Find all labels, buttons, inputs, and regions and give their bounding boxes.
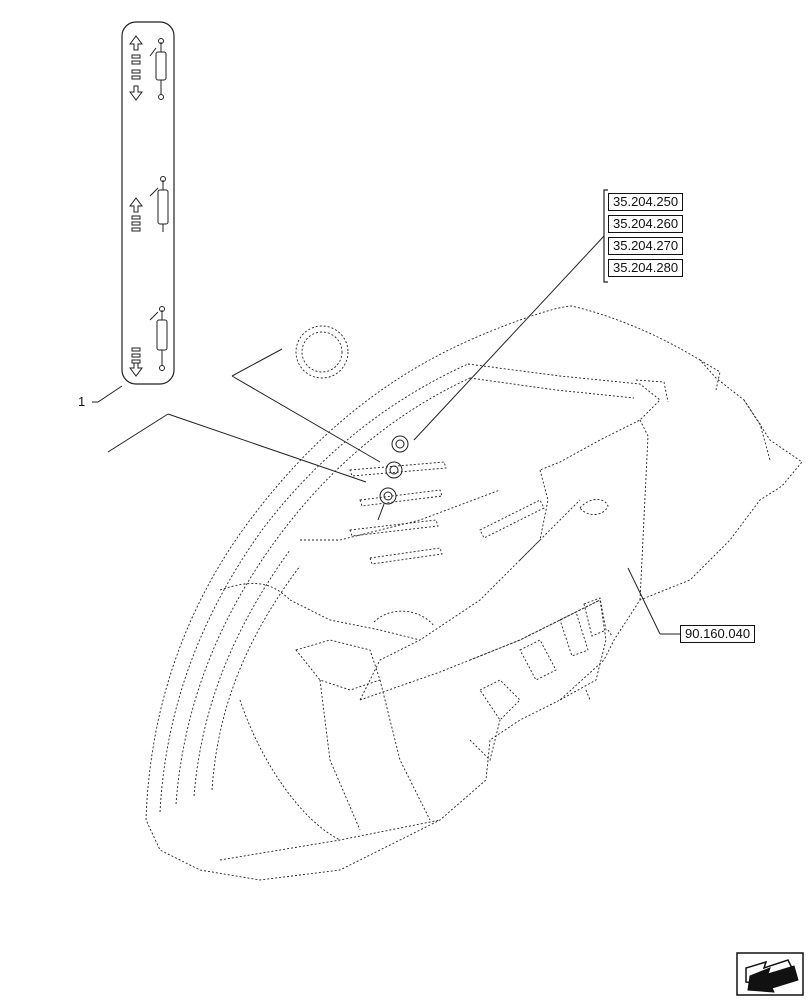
control-knobs [377,435,409,521]
hydraulic-control-decal-icon [121,21,175,385]
reference-label-35-204-250[interactable]: 35.204.250 [608,193,684,211]
next-page-arrow-icon[interactable] [736,952,804,996]
reference-label-35-204-260[interactable]: 35.204.260 [608,215,684,233]
reference-label-35-204-280[interactable]: 35.204.280 [608,259,684,277]
callout-item-number: 1 [78,394,86,409]
reference-label-35-204-270[interactable]: 35.204.270 [608,237,684,255]
fender-outline [145,305,803,881]
reference-label-90-160-040[interactable]: 90.160.040 [680,625,756,643]
